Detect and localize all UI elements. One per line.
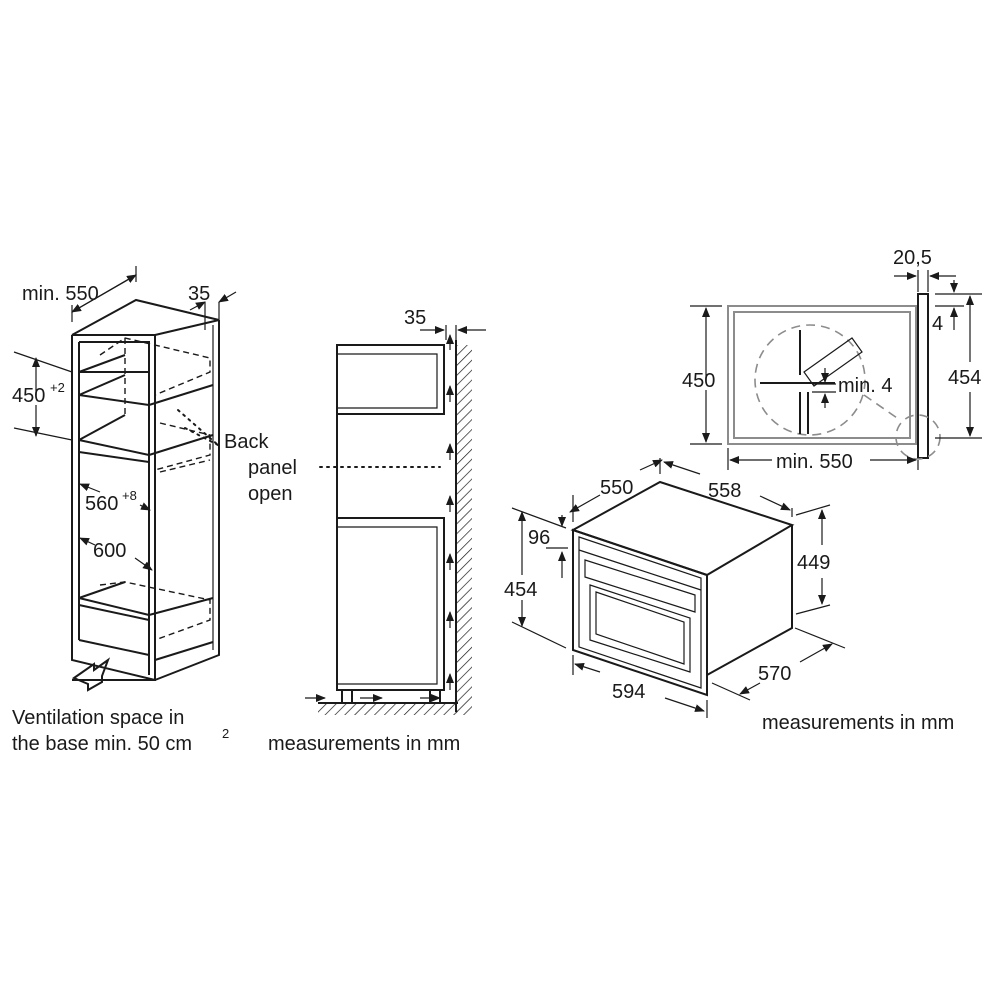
appliance-height-front-label: 454 (504, 579, 537, 601)
appliance-width-top-label: 550 (600, 477, 633, 499)
plan-depth-label: min. 550 (776, 451, 853, 473)
cabinet-width-label: min. 550 (22, 283, 99, 305)
cabinet-depth-label: 600 (93, 540, 126, 562)
appliance-panel-label: 96 (528, 527, 550, 549)
back-panel-label-line2: panel (248, 457, 297, 479)
cabinet-inner-width-label: 560 (85, 493, 118, 515)
airflow-arrow-icon (71, 657, 111, 692)
appliance-units-note: measurements in mm (762, 712, 954, 734)
plan-flange-offset-label: 4 (932, 313, 943, 335)
cabinet-height-label: 450 (12, 385, 45, 407)
cabinet-height-tolerance: +2 (50, 380, 65, 395)
appliance-depth-top-label: 558 (708, 480, 741, 502)
plan-height-left-label: 450 (682, 370, 715, 392)
side-units-note: measurements in mm (268, 733, 460, 755)
ventilation-note-line1: Ventilation space in (12, 707, 184, 729)
appliance-drawing: 550 558 96 454 449 570 594 measurements … (504, 458, 954, 734)
plan-view-drawing: min. 4 450 454 4 20,5 min. 550 (682, 247, 982, 473)
side-gap-label: 35 (404, 307, 426, 329)
cabinet-drawing: min. 550 35 450 +2 560 +8 600 Back panel… (12, 266, 297, 755)
appliance-width-front-label: 594 (612, 681, 645, 703)
plan-height-right-label: 454 (948, 367, 981, 389)
plan-gap-label: min. 4 (838, 375, 892, 397)
side-view-drawing: 35 measurements in mm (268, 307, 486, 755)
appliance-depth-bottom-label: 570 (758, 663, 791, 685)
back-panel-label-line1: Back (224, 431, 269, 453)
back-panel-label-line3: open (248, 483, 293, 505)
ventilation-note-line2: the base min. 50 cm (12, 733, 192, 755)
ventilation-unit-sup: 2 (222, 726, 229, 741)
appliance-height-body-label: 449 (797, 552, 830, 574)
cabinet-inner-width-tolerance: +8 (122, 488, 137, 503)
cabinet-top-gap-label: 35 (188, 283, 210, 305)
plan-flange-label: 20,5 (893, 247, 932, 269)
